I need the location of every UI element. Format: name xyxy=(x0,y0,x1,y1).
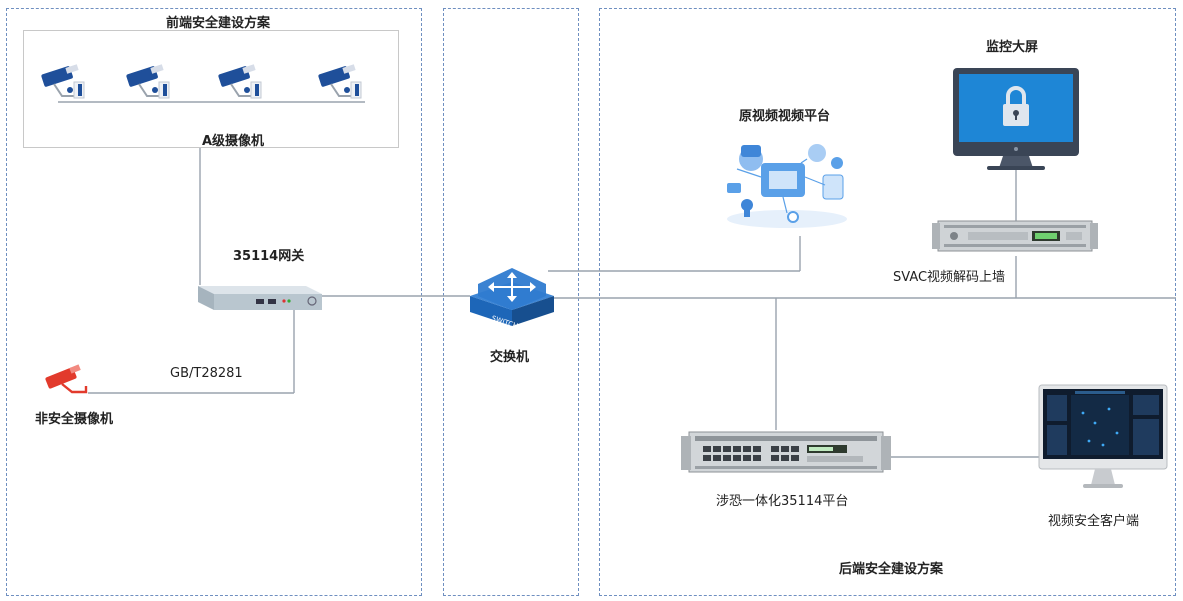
decoder-device[interactable] xyxy=(932,217,1098,255)
a-camera-1[interactable] xyxy=(40,62,94,102)
a-camera-2[interactable] xyxy=(125,62,179,102)
front-zone-title: 前端安全建设方案 xyxy=(166,16,271,31)
decoder-label: SVAC视频解码上墙 xyxy=(893,270,1006,285)
platform-orig-graphic[interactable] xyxy=(717,133,857,231)
a-camera-panel xyxy=(23,30,399,148)
unsafe-camera-label: 非安全摄像机 xyxy=(35,412,114,427)
back-zone xyxy=(599,8,1176,596)
client-workstation[interactable] xyxy=(1037,383,1169,491)
client-label: 视频安全客户端 xyxy=(1048,514,1140,529)
camera-body xyxy=(41,66,73,87)
platform-orig-label: 原视频视频平台 xyxy=(739,109,831,124)
protocol-label: GB/T28281 xyxy=(170,366,243,381)
integrated-platform-label: 涉恐一体化35114平台 xyxy=(716,494,849,509)
a-camera-4[interactable] xyxy=(317,62,371,102)
gateway-device[interactable] xyxy=(188,280,328,316)
monitor-wall-device[interactable] xyxy=(951,66,1081,172)
gateway-label: 35114网关 xyxy=(233,249,305,264)
back-zone-title: 后端安全建设方案 xyxy=(839,562,944,577)
monitor-wall-label: 监控大屏 xyxy=(986,40,1039,55)
middle-zone xyxy=(443,8,579,596)
switch-label: 交换机 xyxy=(490,350,530,365)
a-camera-3[interactable] xyxy=(217,62,271,102)
switch-device[interactable]: SWITCH xyxy=(466,262,558,328)
a-camera-label: A级摄像机 xyxy=(202,134,265,149)
front-zone xyxy=(6,8,422,596)
integrated-platform-device[interactable] xyxy=(681,428,891,476)
unsafe-camera[interactable] xyxy=(42,362,94,400)
